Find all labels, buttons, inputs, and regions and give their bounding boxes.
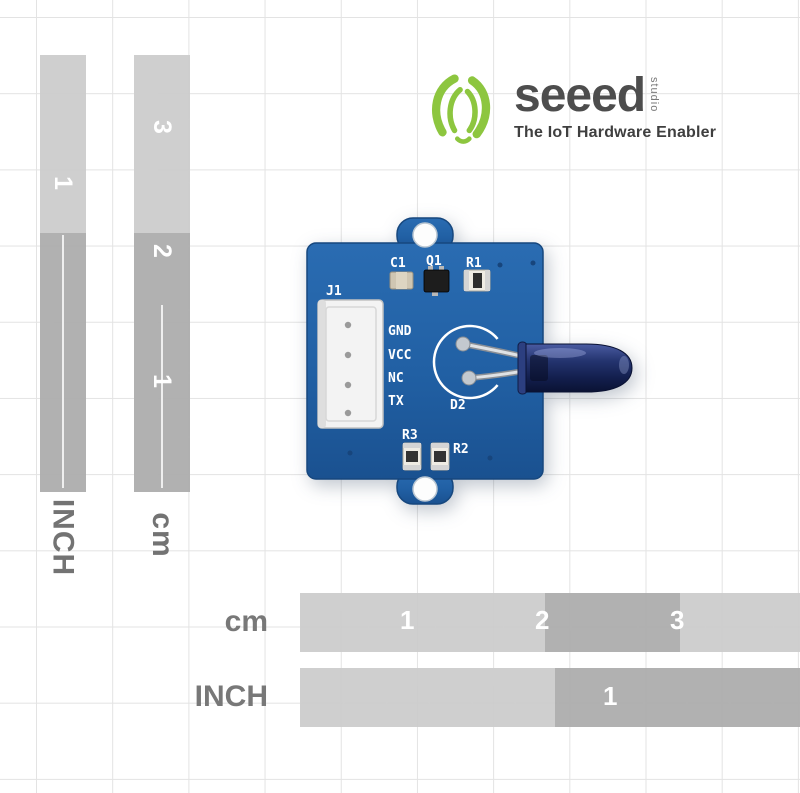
ruler-segment — [40, 233, 86, 492]
ruler-segment — [300, 593, 545, 652]
ruler-segment — [545, 593, 680, 652]
ruler-mark: 1 — [603, 681, 618, 711]
ruler-inch-bottom: 1 — [300, 668, 800, 727]
label-pin-nc: NC — [388, 371, 404, 386]
grove-ir-emitter-photo: J1 GND VCC NC TX C1 Q1 R1 — [306, 217, 633, 505]
label-d2: D2 — [450, 398, 466, 413]
grove-connector-j1 — [317, 299, 384, 429]
brand-row: seeed studio — [514, 72, 716, 120]
ruler-mark: 1 — [400, 605, 415, 635]
ruler-label-inch-bottom: INCH — [194, 680, 268, 713]
capacitor-c1 — [389, 271, 414, 290]
ruler-mark: 1 — [148, 374, 177, 388]
label-pin-tx: TX — [388, 394, 404, 409]
brand-wordmark: seeed — [514, 69, 646, 122]
brand-tagline: The IoT Hardware Enabler — [514, 124, 717, 141]
resistor-r1 — [463, 269, 491, 292]
resistor-r2 — [430, 442, 450, 471]
ruler-segment — [680, 593, 800, 652]
ruler-segment — [134, 55, 190, 233]
brand-studio: studio — [648, 77, 661, 113]
ruler-cm-left: 3 2 1 — [134, 55, 190, 492]
resistor-r3 — [402, 442, 422, 471]
label-pin-vcc: VCC — [388, 348, 411, 363]
label-j1: J1 — [326, 284, 342, 299]
ruler-segment — [40, 55, 86, 233]
seeed-logo: seeed studio The IoT Hardware Enabler — [424, 72, 716, 150]
ruler-mark: 2 — [535, 605, 550, 635]
ruler-segment — [134, 233, 190, 492]
ruler-mark: 3 — [148, 120, 177, 134]
label-c1: C1 — [390, 256, 406, 271]
seeed-leaf-icon — [432, 74, 491, 144]
label-q1: Q1 — [426, 254, 442, 269]
mounting-hole-top — [412, 222, 438, 248]
ruler-mark: 2 — [148, 244, 177, 258]
ruler-label-cm-bottom: cm — [224, 605, 268, 638]
ruler-label-inch-left: INCH — [47, 498, 80, 577]
label-pin-gnd: GND — [388, 324, 412, 339]
silkscreen-ring — [432, 324, 499, 400]
transistor-q1 — [423, 266, 450, 296]
logo-text: seeed studio The IoT Hardware Enabler — [514, 72, 716, 150]
ruler-label-cm-left: cm — [146, 512, 179, 558]
ruler-cm-bottom: 1 2 3 — [300, 593, 800, 652]
label-r1: R1 — [466, 256, 482, 271]
label-r2: R2 — [453, 442, 469, 457]
ruler-mark: 1 — [49, 176, 78, 190]
ruler-segment — [555, 668, 800, 727]
ir-led-d2 — [517, 341, 633, 395]
ruler-mark: 3 — [670, 605, 685, 635]
mounting-hole-bottom — [412, 476, 438, 502]
label-r3: R3 — [402, 428, 418, 443]
ruler-segment — [300, 668, 555, 727]
ruler-inch-left: 1 — [40, 55, 86, 492]
